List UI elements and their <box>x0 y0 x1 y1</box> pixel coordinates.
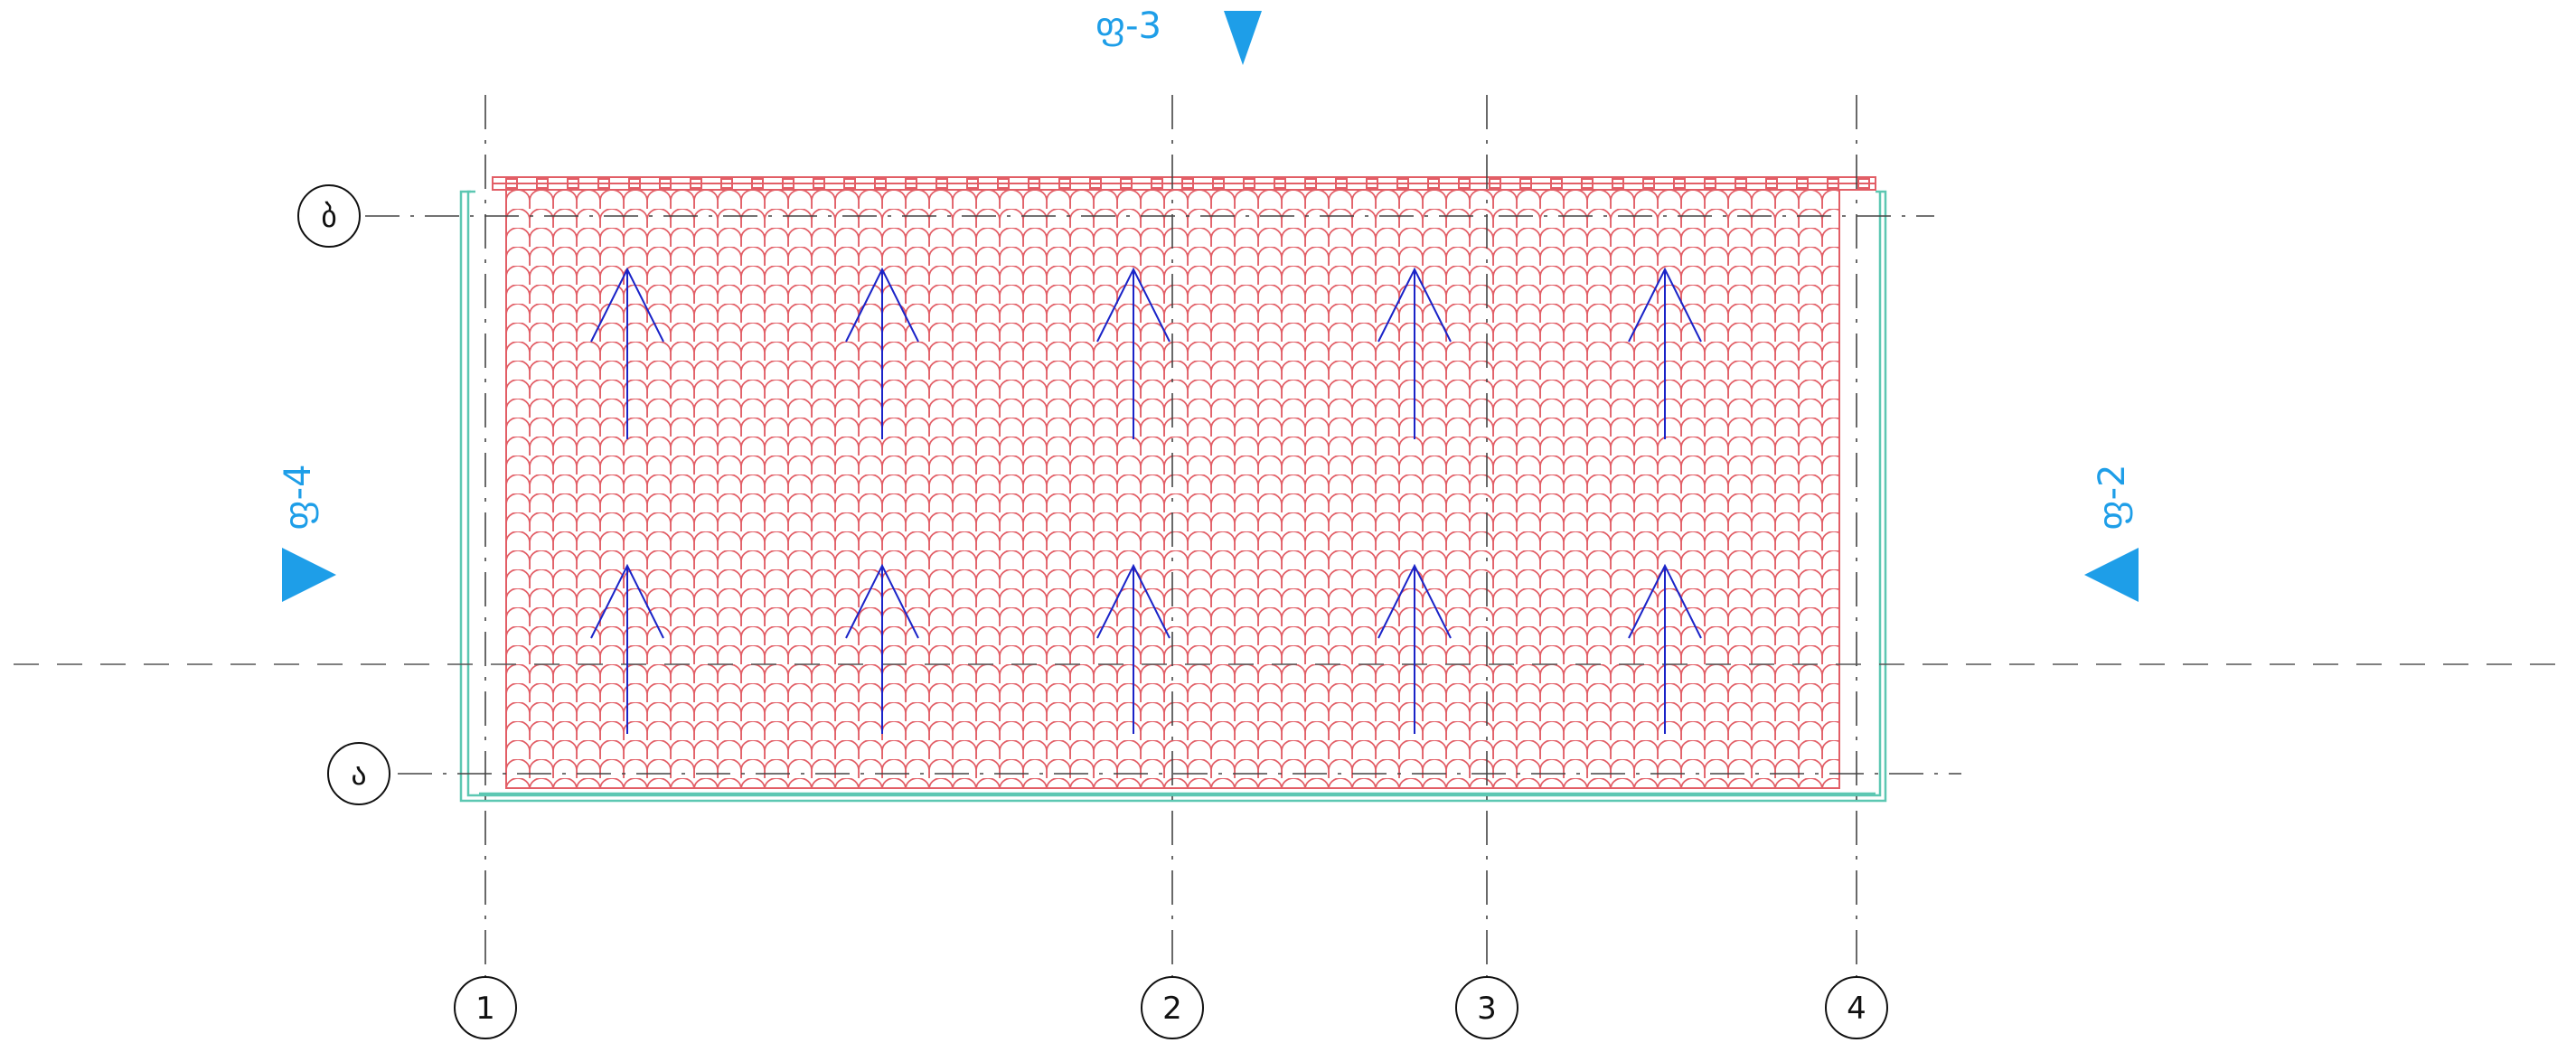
triangle-down-icon <box>1224 11 1262 65</box>
grid-axis-label: 1 <box>475 991 495 1027</box>
grid-axis-label: 2 <box>1162 991 1182 1027</box>
grid-bubble-3: 3 <box>1455 976 1518 1039</box>
grid-bubble-2: 2 <box>1141 976 1204 1039</box>
triangle-left-icon <box>2084 548 2139 602</box>
ridge-cap <box>492 176 1876 191</box>
grid-bubble-1: 1 <box>454 976 517 1039</box>
roof-gutter <box>459 190 1887 803</box>
slope-arrow <box>590 267 664 439</box>
triangle-right-icon <box>282 548 336 602</box>
slope-arrows <box>590 267 1702 734</box>
slope-arrow <box>590 563 664 734</box>
elevation-marker-f4[interactable]: ფ-4 <box>277 465 336 602</box>
slope-arrow <box>1377 267 1452 439</box>
slope-arrow <box>845 267 919 439</box>
grid-bubble-4: 4 <box>1825 976 1888 1039</box>
grid-axis-label: 3 <box>1477 991 1497 1027</box>
grid-axis-label: ა <box>351 756 366 793</box>
slope-arrow <box>1628 267 1702 439</box>
grid-lines-horizontal <box>365 215 1961 775</box>
grid-axis-label: ბ <box>321 199 337 235</box>
grid-lines-vertical <box>484 95 1857 976</box>
elevation-marker-f2[interactable]: ფ-2 <box>2084 465 2139 602</box>
slope-arrow <box>1096 563 1170 734</box>
slope-arrow <box>1096 267 1170 439</box>
slope-arrow <box>1377 563 1452 734</box>
elevation-label: ფ-3 <box>1095 5 1161 47</box>
elevation-label: ფ-2 <box>2092 465 2133 531</box>
grid-bubble-a: ა <box>327 742 390 805</box>
grid-bubble-b: ბ <box>297 184 361 248</box>
slope-arrow <box>1628 563 1702 734</box>
slope-arrow <box>845 563 919 734</box>
elevation-label: ფ-4 <box>277 465 319 531</box>
elevation-marker-f3[interactable]: ფ-3 <box>1095 5 1262 65</box>
grid-axis-label: 4 <box>1847 991 1866 1027</box>
